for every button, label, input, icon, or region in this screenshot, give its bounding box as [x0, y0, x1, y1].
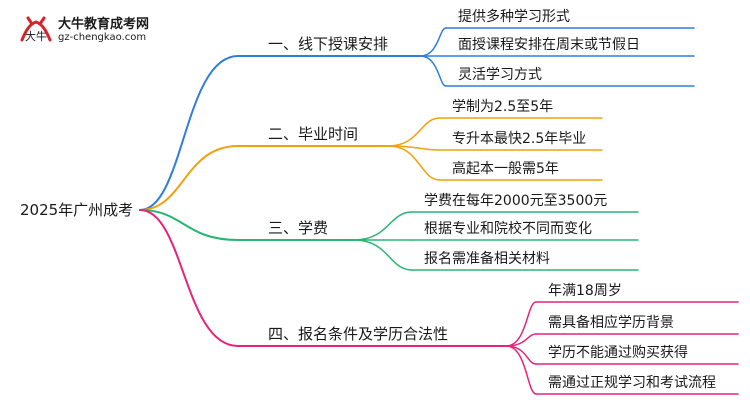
leaf-node-1-2: 面授课程安排在周末或节假日: [458, 37, 640, 53]
leaf-connector-2-1: [387, 117, 441, 147]
branch-connector-2: [139, 145, 239, 211]
leaf-node-4-2: 需具备相应学历背景: [548, 314, 674, 331]
leaf-connector-3-3: [353, 239, 413, 271]
branch-node-3: 三、学费: [268, 219, 328, 237]
mindmap-nodes: 2025年广州成考 一、线下授课安排 提供多种学习形式面授课程安排在周末或节假日灵活…: [20, 8, 716, 391]
leaf-node-1-1: 提供多种学习形式: [458, 8, 570, 25]
mindmap-edges: [139, 27, 739, 395]
leaf-node-2-3: 高起本一般需5年: [452, 160, 559, 177]
bull-logo-icon: 大牛: [20, 16, 52, 43]
root-node: 2025年广州成考: [20, 201, 133, 219]
branch-connector-3: [139, 209, 239, 241]
leaf-connector-4-4: [505, 345, 537, 395]
leaf-node-4-3: 学历不能通过购买获得: [548, 344, 688, 361]
logo-title: 大牛教育成考网: [58, 17, 150, 32]
leaf-node-3-2: 根据专业和院校不同而变化: [424, 220, 592, 237]
leaf-node-4-4: 需通过正规学习和考试流程: [548, 375, 716, 391]
leaf-node-4-1: 年满18周岁: [548, 283, 622, 299]
branch-node-4: 四、报名条件及学历合法性: [268, 325, 448, 343]
leaf-connector-1-3: [419, 55, 447, 87]
branch-connector-1: [139, 55, 239, 211]
leaf-connector-4-1: [505, 301, 537, 347]
leaf-node-1-3: 灵活学习方式: [458, 67, 542, 83]
leaf-connector-1-1: [419, 27, 447, 57]
branch-node-2: 二、毕业时间: [268, 125, 358, 143]
site-logo[interactable]: 大牛 大牛教育成考网 gz-chengkao.com: [16, 10, 206, 50]
leaf-connector-3-1: [353, 211, 413, 241]
leaf-node-3-3: 报名需准备相关材料: [424, 250, 550, 267]
leaf-connector-2-3: [387, 145, 441, 181]
logo-url: gz-chengkao.com: [58, 32, 147, 43]
leaf-node-2-2: 专升本最快2.5年毕业: [452, 131, 586, 147]
branch-node-1: 一、线下授课安排: [268, 35, 388, 53]
branch-connector-4: [139, 209, 239, 347]
leaf-node-2-1: 学制为2.5至5年: [452, 99, 553, 115]
leaf-node-3-1: 学费在每年2000元至3500元: [424, 193, 607, 209]
logo-mark-text: 大牛: [25, 29, 47, 43]
leaf-connector-4-3: [505, 345, 537, 365]
